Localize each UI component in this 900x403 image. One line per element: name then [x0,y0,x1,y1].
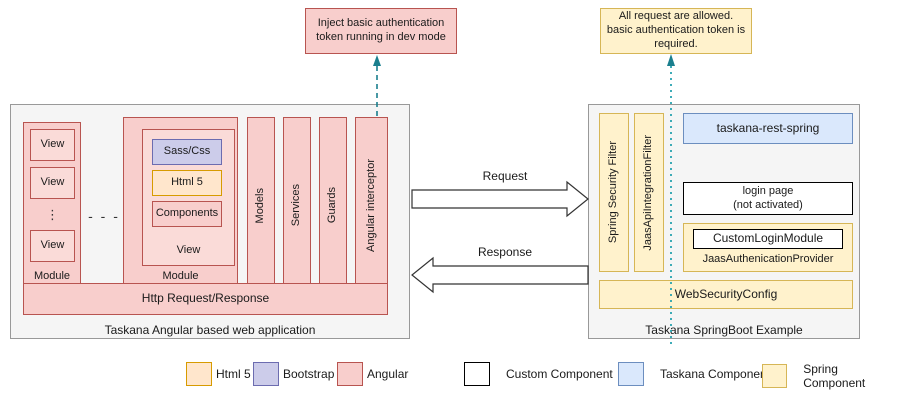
column-guards-label: Guards [326,187,339,224]
module-b-view-label: View [176,244,201,257]
callout-right-text: All request are allowed. basic authentic… [606,10,746,50]
legend-label-angular: Angular [367,367,409,381]
legend-item-angular: Angular [337,362,408,386]
spring-security-filter-label: Spring Security Filter [607,141,620,244]
jaas-api-integration-filter-label: JaasApiIntegrationFilter [642,134,655,251]
jaas-authentication-provider-label: JaasAuthenicationProvider [702,253,834,266]
column-models-label: Models [254,187,267,224]
legend-item-html5: Html 5 [186,362,251,386]
custom-login-module[interactable]: CustomLoginModule [693,229,843,249]
legend-label-custom-component: Custom Component [506,367,613,381]
callout-right: All request are allowed. basic authentic… [600,8,752,54]
left-panel-caption: Taskana Angular based web application [104,323,316,338]
column-angular-interceptor-label: Angular interceptor [364,159,377,252]
spring-security-filter[interactable]: Spring Security Filter [599,113,629,272]
module-a-ellipsis: ⋮ [46,207,59,222]
web-security-config[interactable]: WebSecurityConfig [599,280,853,309]
legend-item-bootstrap: Bootstrap [253,362,334,386]
column-services-label: Services [290,184,303,227]
callout-left: Inject basic authentication token runnin… [305,8,457,54]
response-arrow [411,256,589,294]
module-a-view-2[interactable]: View [30,167,75,199]
column-angular-interceptor[interactable]: Angular interceptor [355,117,388,294]
module-b-item-components[interactable]: Components [152,201,222,227]
response-arrow-label: Response [477,245,533,260]
request-arrow-label: Request [482,169,528,184]
legend-swatch-html5 [186,362,212,386]
legend-label-taskana-component: Taskana Component [660,367,771,381]
legend-label-html5: Html 5 [216,367,251,381]
legend-item-custom-component: Custom Component [464,362,613,386]
module-a-label: Module [33,270,71,283]
login-page-box[interactable]: login page (not activated) [683,182,853,215]
request-arrow [411,180,589,218]
module-b-item-sass-css[interactable]: Sass/Css [152,139,222,165]
right-panel-caption: Taskana SpringBoot Example [645,323,803,338]
legend-swatch-custom-component [464,362,490,386]
legend-swatch-spring-component [762,364,788,388]
jaas-api-integration-filter[interactable]: JaasApiIntegrationFilter [634,113,664,272]
legend-label-bootstrap: Bootstrap [283,367,335,381]
column-models[interactable]: Models [247,117,275,294]
legend-label-spring-component: Spring Component [803,362,866,390]
column-guards[interactable]: Guards [319,117,347,294]
module-a-view-3[interactable]: View [30,230,75,262]
login-page-line-2: (not activated) [733,198,803,211]
login-page-line-1: login page [742,184,794,197]
taskana-rest-spring-box[interactable]: taskana-rest-spring [683,113,853,144]
modules-ellipsis: - - - [88,208,120,224]
legend-swatch-bootstrap [253,362,279,386]
legend-item-taskana-component: Taskana Component [618,362,770,386]
legend-item-spring-component: Spring Component [762,362,900,390]
module-a-view-1[interactable]: View [30,129,75,161]
callout-left-text: Inject basic authentication token runnin… [316,17,446,43]
module-b-label: Module [162,270,199,283]
legend-swatch-taskana-component [618,362,644,386]
column-services[interactable]: Services [283,117,311,294]
legend-swatch-angular [337,362,363,386]
http-request-response-bar[interactable]: Http Request/Response [23,283,388,315]
module-b-item-html5[interactable]: Html 5 [152,170,222,196]
